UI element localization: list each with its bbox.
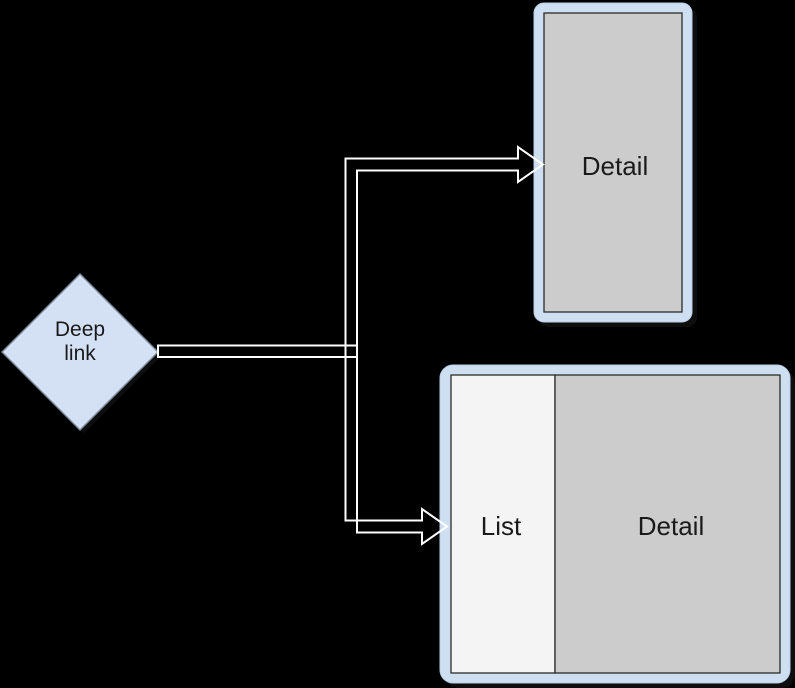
deep-link-diamond[interactable] — [1, 273, 159, 431]
node-deep-link[interactable] — [1, 273, 159, 431]
connector-deep-link-to-detail[interactable] — [157, 145, 545, 358]
deep-link-to-detail-path[interactable] — [157, 145, 545, 358]
deep-link-to-list-detail-path[interactable] — [344, 344, 449, 546]
connector-deep-link-to-list-detail[interactable] — [344, 344, 449, 546]
node-list-detail-screen[interactable] — [439, 364, 791, 684]
detail-screen-body[interactable] — [543, 12, 683, 313]
list-pane[interactable] — [450, 374, 556, 674]
detail-pane[interactable] — [554, 374, 781, 674]
node-detail-screen[interactable] — [533, 2, 693, 323]
